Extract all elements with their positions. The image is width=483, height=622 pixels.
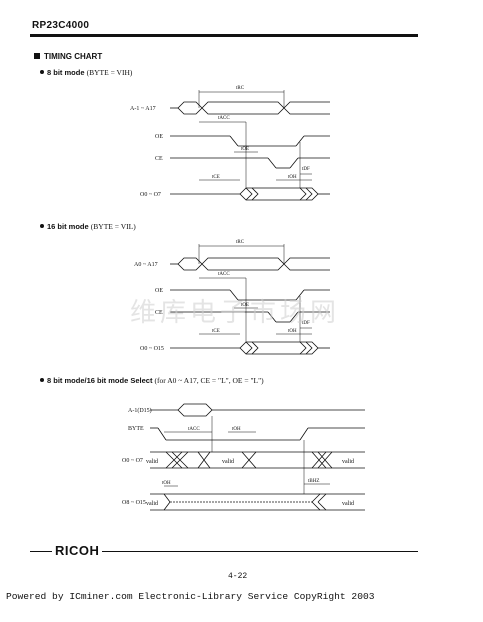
chart2-param-trc: tRC <box>236 240 245 245</box>
chart2-param-toe: tOE <box>241 303 249 308</box>
chart3-condition: (for A0 ~ A17, CE = "L", OE = "L") <box>154 376 264 385</box>
section-title-text: TIMING CHART <box>44 52 103 61</box>
chart2-signal-address: A0 ~ A17 <box>134 262 158 268</box>
footer-rule <box>30 551 418 552</box>
timing-chart-select: A-1(D15) BYTE O0 ~ O7 O8 ~ O15 tACC tOH … <box>122 403 365 511</box>
powered-by-footer: Powered by ICminer.com Electronic-Librar… <box>6 591 375 602</box>
chart1-heading: 8 bit mode (BYTE = VIH) <box>40 68 132 77</box>
section-title: TIMING CHART <box>34 52 102 61</box>
chart3-valid-4: valid <box>146 501 158 507</box>
watermark: 维库电子市场网 <box>130 298 341 328</box>
header-rule <box>30 34 418 37</box>
chart2-param-tacc: tACC <box>218 272 230 277</box>
chart1-condition: (BYTE = VIH) <box>86 68 133 77</box>
chart2-heading: 16 bit mode (BYTE = VIL) <box>40 222 136 231</box>
chart3-heading: 8 bit mode/16 bit mode Select (for A0 ~ … <box>40 376 264 385</box>
chart2-signal-ce: CE <box>155 310 163 316</box>
chart1-signal-ce: CE <box>155 156 163 162</box>
chart1-param-toe: tOE <box>241 147 249 152</box>
timing-chart-16bit: A0 ~ A17 OE CE O0 ~ O15 tRC tACC tOE tDF… <box>134 240 330 355</box>
bullet-icon <box>40 378 44 382</box>
chart3-signal-data-high: O8 ~ O15 <box>122 500 146 506</box>
chart3-valid-2: valid <box>222 459 234 465</box>
chart3-valid-1: valid <box>146 459 158 465</box>
chart1-param-tdf: tDF <box>302 167 310 172</box>
chart2-heading-text: 16 bit mode <box>47 222 89 231</box>
chart3-signal-data-low: O0 ~ O7 <box>122 458 143 464</box>
document-header: RP23C4000 <box>32 20 90 31</box>
chart3-valid-3: valid <box>342 459 354 465</box>
page-number: 4-22 <box>228 572 248 581</box>
chart3-param-tacc: tACC <box>188 427 200 432</box>
chart3-param-tbhz: tBHZ <box>308 479 319 484</box>
timing-chart-8bit: A-1 ~ A17 OE CE O0 ~ O7 tRC tACC tOE tDF… <box>130 86 330 201</box>
chart3-param-toh-2: tOH <box>162 481 171 486</box>
chart2-param-tce: tCE <box>212 329 220 334</box>
chart3-signal-byte: BYTE <box>128 426 144 432</box>
bullet-icon <box>40 70 44 74</box>
ricoh-logo: RICOH <box>52 543 103 558</box>
chart2-param-toh: tOH <box>288 329 297 334</box>
chart1-param-toh: tOH <box>288 175 297 180</box>
square-bullet-icon <box>34 53 40 59</box>
chart2-condition: (BYTE = VIL) <box>90 222 136 231</box>
chart2-param-tdf: tDF <box>302 321 310 326</box>
chart2-signal-data: O0 ~ O15 <box>140 346 164 352</box>
chart1-heading-text: 8 bit mode <box>47 68 85 77</box>
chart1-param-trc: tRC <box>236 86 245 91</box>
chart3-param-toh: tOH <box>232 427 241 432</box>
chart3-signal-a-1: A-1(D15) <box>128 407 152 414</box>
chart3-valid-5: valid <box>342 501 354 507</box>
chart1-signal-oe: OE <box>155 134 163 140</box>
chart1-param-tce: tCE <box>212 175 220 180</box>
chart1-signal-data: O0 ~ O7 <box>140 192 161 198</box>
chart1-param-tacc: tACC <box>218 116 230 121</box>
chart1-signal-address: A-1 ~ A17 <box>130 106 156 112</box>
bullet-icon <box>40 224 44 228</box>
chart3-heading-text: 8 bit mode/16 bit mode Select <box>47 376 153 385</box>
chart2-signal-oe: OE <box>155 288 163 294</box>
